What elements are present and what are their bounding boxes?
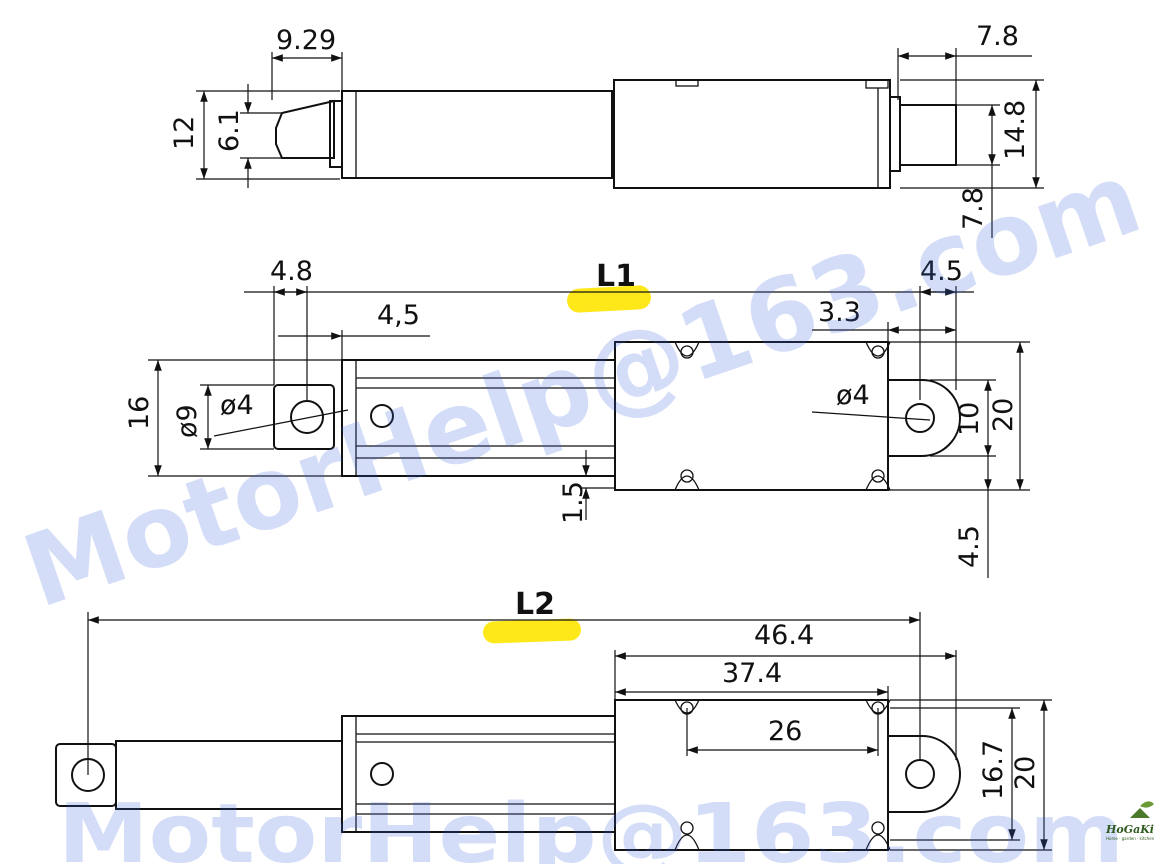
dim-9-29: 9.29: [276, 25, 336, 56]
dim-3-3: 3.3: [818, 297, 861, 328]
dim-phi4-rear: ø4: [836, 380, 870, 411]
label-l1: L1: [596, 259, 636, 294]
top-gearbox: [613, 79, 891, 189]
l2-tube-hole: [370, 762, 394, 786]
l1-tube-hole: [370, 404, 394, 428]
dim-phi9: ø9: [172, 404, 203, 438]
l2-rear-eye: [887, 735, 961, 813]
dim-7-8-side: 7.8: [958, 187, 989, 230]
top-view: 9.29 12 6.1 7.8 14.8 7.8: [169, 21, 1044, 238]
dim-46-4: 46.4: [754, 620, 814, 651]
dim-4-5-bottom: 4.5: [954, 525, 985, 568]
top-shaft-end: [275, 99, 335, 159]
top-motor-cap: [899, 104, 957, 166]
watermark-bottom: MotorHelp@163.com: [58, 787, 1124, 864]
top-tube: [341, 90, 613, 179]
rear-eye: [887, 379, 961, 457]
dim-10: 10: [954, 402, 985, 436]
dim-37-4: 37.4: [722, 658, 782, 689]
leaf-icon: [1140, 801, 1154, 808]
logo-tagline: Home · garden · kitchen: [1106, 836, 1155, 841]
retracted-view: L1 4.8 4.5 4,5 3.3 16 ø9 ø4 ø4: [124, 256, 1030, 578]
hogaki-logo: HoGaKi Home · garden · kitchen: [1105, 801, 1155, 841]
dim-26: 26: [768, 716, 802, 747]
front-eye: [273, 384, 335, 450]
dim-4-5-front: 4,5: [377, 300, 420, 331]
dim-20-l2: 20: [1010, 756, 1041, 790]
label-l2: L2: [515, 587, 555, 622]
dim-14-8: 14.8: [1000, 100, 1031, 160]
front-eye-hole: [290, 400, 324, 434]
dim-16-7: 16.7: [978, 740, 1009, 800]
dim-7-8-top: 7.8: [976, 21, 1019, 52]
rear-eye-hole: [905, 403, 935, 433]
logo-name: HoGaKi: [1105, 823, 1154, 836]
dim-4-5-rear: 4.5: [920, 256, 963, 287]
extended-view: L2 46.4 37.4 26 16.7 20: [55, 587, 1052, 851]
l2-rear-eye-hole: [905, 759, 935, 789]
dim-1-5: 1.5: [558, 481, 589, 524]
dim-6-1: 6.1: [214, 109, 245, 152]
dim-20-l1: 20: [988, 398, 1019, 432]
house-icon: [1130, 808, 1150, 818]
dim-4-8: 4.8: [270, 256, 313, 287]
dim-phi4-front: ø4: [220, 390, 254, 421]
dim-12: 12: [169, 116, 200, 150]
dim-16: 16: [124, 396, 155, 430]
